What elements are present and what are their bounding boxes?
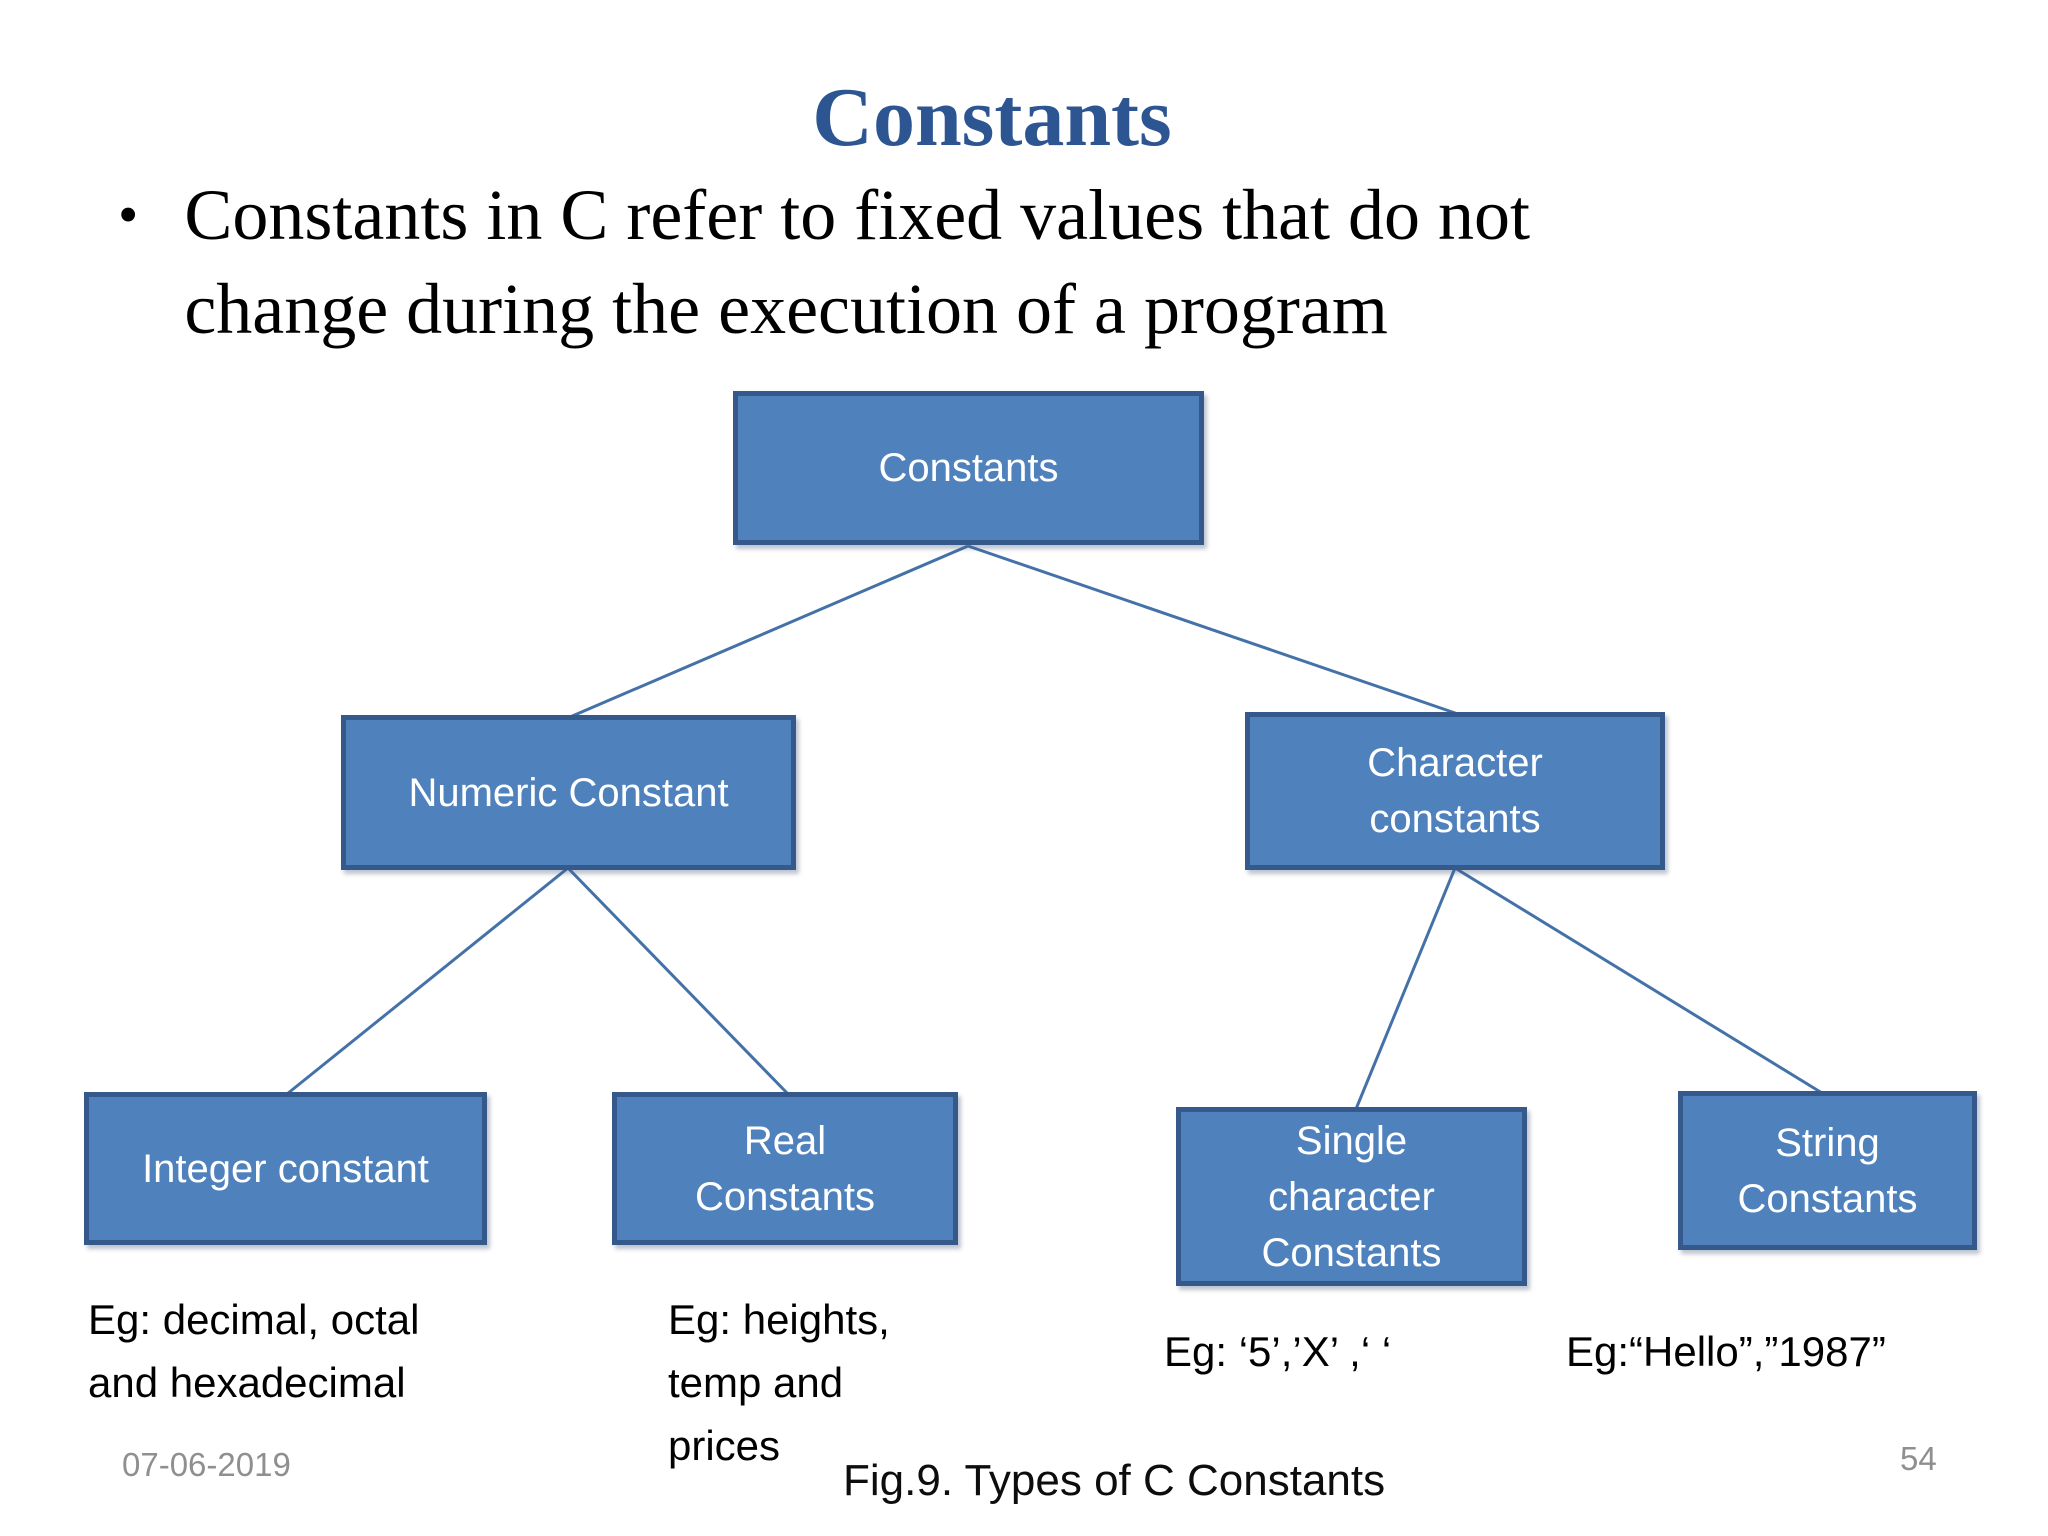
- node-character-constants: Character constants: [1245, 712, 1665, 870]
- bullet-text: Constants in C refer to fixed values tha…: [184, 175, 1531, 349]
- footer-date: 07-06-2019: [122, 1446, 291, 1483]
- node-string-constants: String Constants: [1678, 1091, 1977, 1250]
- slide-title: Constants: [812, 71, 1172, 165]
- node-label: Real Constants: [694, 1118, 876, 1219]
- page-number: 54: [1900, 1440, 1937, 1477]
- example-single-character-constants: Eg: ‘5’,’X’ ,‘ ‘: [1164, 1328, 1392, 1375]
- example-real-constants: Eg: heights, temp and prices: [668, 1296, 890, 1469]
- node-integer-constant: Integer constant: [84, 1092, 487, 1245]
- node-label: Numeric Constant: [408, 770, 729, 815]
- connector-character-string: [1454, 866, 1823, 1095]
- node-label: Integer constant: [142, 1146, 429, 1191]
- node-label: Constants: [878, 446, 1059, 490]
- connector-numeric-integer: [286, 866, 569, 1096]
- example-string-constants: Eg:“Hello”,”1987”: [1566, 1328, 1886, 1375]
- node-label: Single character Constants: [1261, 1118, 1442, 1275]
- example-integer-constant: Eg: decimal, octal and hexadecimal: [88, 1296, 420, 1406]
- node-numeric-constant: Numeric Constant: [341, 715, 796, 870]
- connector-character-single: [1354, 867, 1457, 1110]
- connector-root-character: [967, 544, 1459, 716]
- node-real-constants: Real Constants: [612, 1092, 958, 1245]
- connector-root-numeric: [569, 544, 969, 719]
- node-single-character-constants: Single character Constants: [1176, 1107, 1527, 1286]
- connector-numeric-real: [566, 866, 790, 1096]
- node-label: String Constants: [1737, 1120, 1918, 1221]
- node-constants-root: Constants: [733, 391, 1204, 545]
- figure-caption: Fig.9. Types of C Constants: [843, 1456, 1386, 1505]
- node-label: Character constants: [1367, 741, 1543, 841]
- bullet-icon: •: [118, 182, 139, 247]
- bullet-item: • Constants in C refer to fixed values t…: [118, 168, 1744, 356]
